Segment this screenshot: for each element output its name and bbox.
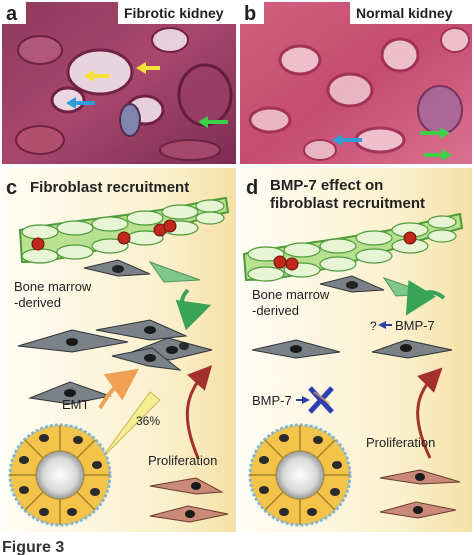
emt-transition-cone — [99, 391, 161, 461]
panel-c-percent-label: 36% — [136, 414, 160, 428]
red-blood-cells-d — [273, 231, 417, 271]
block-x-icon — [308, 386, 334, 414]
blood-vessel — [18, 196, 230, 264]
panel-d-bone-marrow-line2: -derived — [252, 303, 299, 318]
panel-d-letter: d — [246, 177, 258, 199]
panel-d-bone-marrow-line1: Bone marrow — [252, 287, 330, 302]
panel-c-letter: c — [6, 177, 17, 199]
blood-vessel-d — [242, 212, 464, 282]
panel-c: c Fibroblast recruitment — [2, 168, 236, 532]
panel-d-title-line2: fibroblast recruitment — [270, 195, 425, 212]
proliferation-arrow-icon-d — [416, 367, 443, 459]
migrating-cell — [148, 260, 201, 283]
figure-caption: Figure 3 — [2, 539, 64, 555]
panel-b-title: Normal kidney — [356, 5, 453, 21]
panel-d-proliferation-label: Proliferation — [366, 435, 435, 450]
tubule-d — [248, 423, 352, 527]
panel-a-title: Fibrotic kidney — [124, 5, 224, 21]
panel-d-title-line1: BMP-7 effect on — [270, 177, 383, 194]
panel-d-bmp7-block-label: BMP-7 — [252, 393, 292, 408]
panel-d-bmp7-top-label: BMP-7 — [395, 318, 435, 333]
green-arrow-icon — [198, 116, 228, 128]
green-curved-arrow-icon — [175, 288, 212, 331]
bmp7-inhibit-arrow-icon — [378, 321, 392, 329]
panel-b-title-box — [350, 2, 472, 24]
proliferation-arrow-icon — [185, 365, 213, 459]
panel-d: d BMP-7 effect on fibroblast recruitment — [240, 168, 472, 532]
panel-a-letter: a — [6, 3, 18, 25]
panel-c-proliferation-label: Proliferation — [148, 453, 217, 468]
blue-arrow-icon — [66, 97, 95, 109]
bmp7-block-arrow-icon — [296, 396, 310, 404]
panel-b-letter-box — [240, 2, 264, 24]
panel-c-emt-label: EMT — [62, 397, 90, 412]
panel-b-letter: b — [244, 3, 256, 25]
panel-a-title-box — [118, 2, 236, 24]
panel-d-question-mark: ? — [370, 319, 377, 333]
tubule-c — [8, 423, 112, 527]
emt-arrow-icon — [98, 368, 140, 410]
panel-c-title: Fibroblast recruitment — [30, 179, 189, 196]
panel-c-bone-marrow-line2: -derived — [14, 295, 61, 310]
panel-a-letter-box — [2, 2, 26, 24]
green-arrow-icon-b2 — [424, 149, 452, 161]
blue-arrow-icon-b — [332, 134, 362, 146]
red-blood-cells — [31, 219, 177, 251]
green-curved-arrow-icon-d — [405, 280, 446, 316]
panel-c-bone-marrow-line1: Bone marrow — [14, 279, 92, 294]
panel-a-histology: a Fibrotic kidney — [2, 2, 236, 164]
yellow-arrow-icon — [84, 70, 110, 82]
green-arrow-icon-b1 — [420, 127, 450, 139]
panel-b-histology: b Normal kidney — [240, 2, 472, 164]
yellow-arrow-icon-2 — [136, 62, 160, 74]
